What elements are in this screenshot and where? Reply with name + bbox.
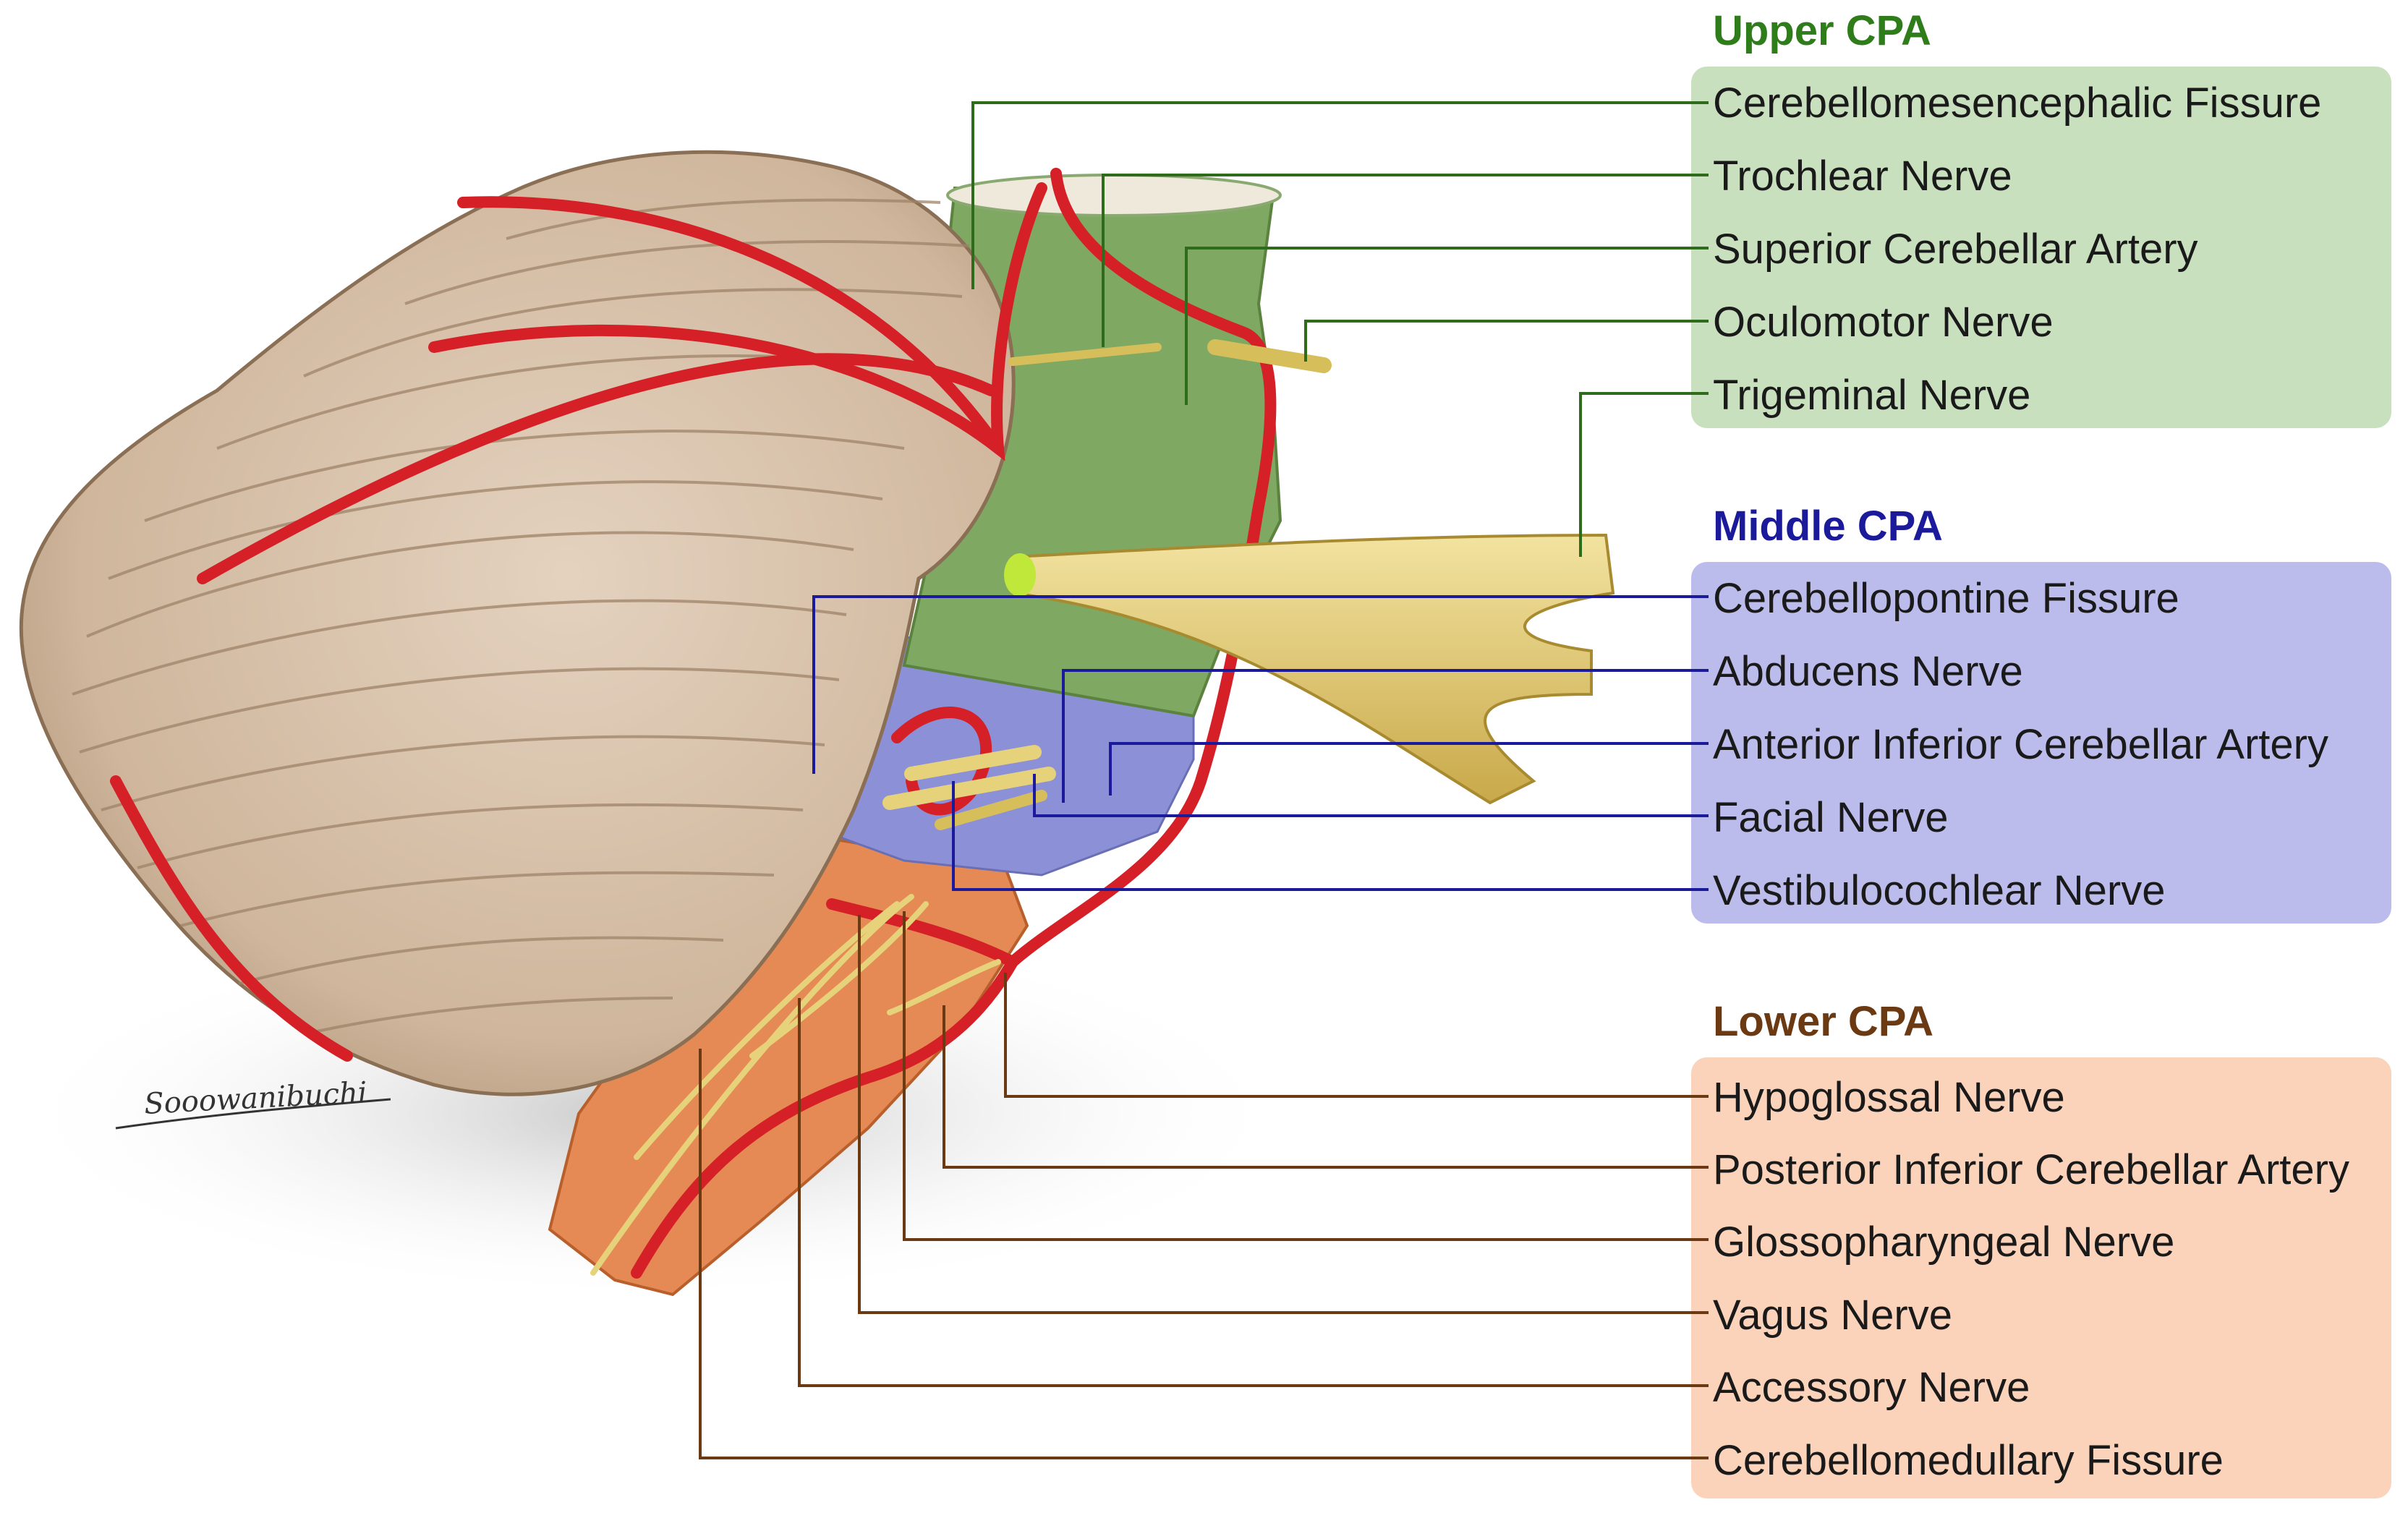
leader-oculomotor-nerve [1304, 320, 1709, 362]
label-vagus-nerve: Vagus Nerve [1713, 1292, 1952, 1339]
lower-cranial-nerves [590, 894, 1001, 1276]
lower-cpa-labels: Hypoglossal Nerve Posterior Inferior Cer… [1713, 1074, 2349, 1484]
upper-cpa-leaders [971, 101, 1709, 557]
label-cerebellomesencephalic-fissure: Cerebellomesencephalic Fissure [1713, 80, 2321, 127]
leader-cerebellomedullary-fissure [699, 1049, 1709, 1459]
label-abducens-nerve: Abducens Nerve [1713, 648, 2023, 695]
leader-trochlear-nerve [1102, 174, 1709, 347]
middle-cpa-leaders [812, 595, 1709, 891]
middle-cpa-heading: Middle CPA [1713, 503, 1943, 550]
label-oculomotor-nerve: Oculomotor Nerve [1713, 299, 2054, 346]
leader-cerebellomesencephalic-fissure [971, 101, 1709, 289]
label-vestibulocochlear-nerve: Vestibulocochlear Nerve [1713, 867, 2165, 914]
label-posterior-inferior-cerebellar-artery: Posterior Inferior Cerebellar Artery [1713, 1146, 2349, 1193]
label-facial-nerve: Facial Nerve [1713, 794, 1949, 841]
leader-trigeminal-nerve [1579, 392, 1709, 557]
facial-nerve [904, 745, 1042, 781]
cerebellar-surface-artery-2 [197, 353, 997, 584]
cerebellar-folia [72, 198, 970, 1036]
leader-vestibulocochlear-nerve [952, 781, 1709, 891]
trochlear-nerve [1008, 343, 1162, 366]
leader-anterior-inferior-cerebellar-artery [1109, 742, 1709, 796]
label-accessory-nerve: Accessory Nerve [1713, 1364, 2030, 1411]
vestibulocochlear-nerve [882, 767, 1056, 810]
label-anterior-inferior-cerebellar-artery: Anterior Inferior Cerebellar Artery [1713, 721, 2328, 768]
lower-cpa-leaders [699, 911, 1709, 1459]
leader-facial-nerve [1033, 774, 1709, 817]
superior-cerebellar-branch [428, 182, 1047, 461]
leader-superior-cerebellar-artery [1185, 247, 1709, 405]
leader-abducens-nerve [1062, 669, 1709, 803]
leader-hypoglossal-nerve [1004, 973, 1709, 1098]
upper-cpa-labels: Cerebellomesencephalic Fissure Trochlear… [1713, 80, 2321, 419]
middle-cpa-labels: Cerebellopontine Fissure Abducens Nerve … [1713, 575, 2328, 914]
trigeminal-root-entry [1004, 553, 1036, 597]
abducens-nerve [935, 790, 1047, 830]
label-cerebellopontine-fissure: Cerebellopontine Fissure [1713, 575, 2179, 622]
upper-cpa-heading: Upper CPA [1713, 7, 1931, 54]
cerebellar-surface-artery-3 [110, 775, 353, 1062]
superior-cerebellar-artery [1007, 168, 1277, 968]
middle-cpa-box [1691, 562, 2391, 924]
cerebellum [19, 150, 1016, 1096]
label-trochlear-nerve: Trochlear Nerve [1713, 153, 2012, 200]
posterior-inferior-cerebellar-artery [826, 898, 1018, 968]
arteries [110, 168, 1277, 1279]
brainstem-cut-surface [946, 174, 1282, 217]
anterior-inferior-cerebellar-artery [631, 956, 1018, 1279]
upper-cpa-box [1691, 67, 2391, 428]
signature-underline [115, 1098, 391, 1130]
lower-cpa-box [1691, 1057, 2391, 1498]
label-glossopharyngeal-nerve: Glossopharyngeal Nerve [1713, 1219, 2174, 1266]
leader-glossopharyngeal-nerve [903, 911, 1709, 1241]
label-hypoglossal-nerve: Hypoglossal Nerve [1713, 1074, 2065, 1121]
leader-posterior-inferior-cerebellar-artery [943, 1005, 1709, 1169]
label-superior-cerebellar-artery: Superior Cerebellar Artery [1713, 226, 2198, 273]
leader-accessory-nerve [798, 998, 1709, 1387]
label-trigeminal-nerve: Trigeminal Nerve [1713, 372, 2030, 419]
leader-vagus-nerve [858, 915, 1709, 1314]
label-cerebellomedullary-fissure: Cerebellomedullary Fissure [1713, 1437, 2224, 1484]
illustration: Sooowanibuchi [0, 150, 1615, 1302]
oculomotor-nerve [1207, 339, 1332, 373]
lower-cpa-heading: Lower CPA [1713, 998, 1933, 1045]
leader-cerebellopontine-fissure [812, 595, 1709, 774]
